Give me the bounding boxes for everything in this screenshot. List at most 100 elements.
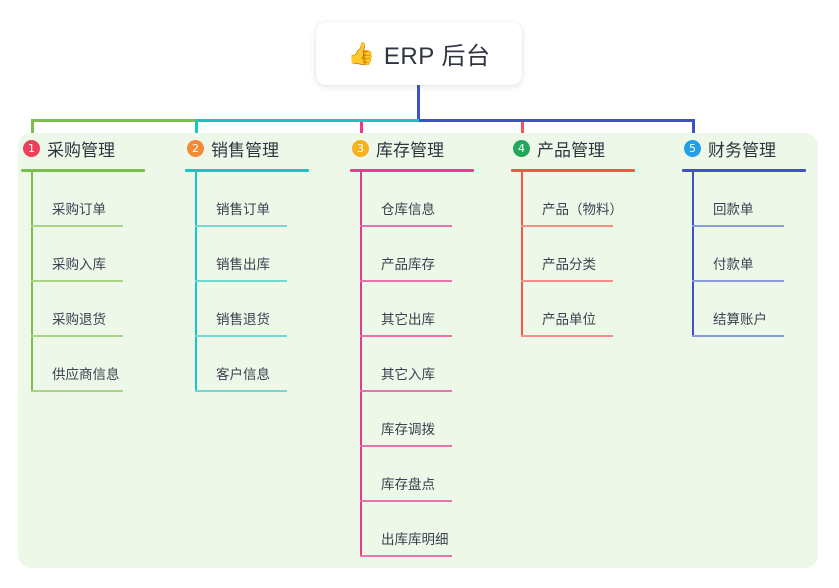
branch-item[interactable]: 库存调拨 — [350, 392, 474, 447]
branch-item-underline — [360, 555, 452, 557]
branch-item-label: 采购订单 — [52, 202, 106, 217]
branch-items-2: 销售订单销售出库销售退货客户信息 — [185, 172, 309, 392]
branch-item[interactable]: 销售出库 — [185, 227, 309, 282]
branch-item[interactable]: 结算账户 — [682, 282, 806, 337]
branch-item[interactable]: 其它出库 — [350, 282, 474, 337]
branch-item[interactable]: 产品（物料） — [511, 172, 635, 227]
branch-item-underline — [360, 390, 452, 392]
branch-item-label: 产品分类 — [542, 257, 596, 272]
branch-badge-3: 3 — [352, 139, 369, 157]
branch-item-underline — [31, 280, 123, 282]
branch-item-underline — [521, 280, 613, 282]
branch-item-underline — [31, 335, 123, 337]
branch-item[interactable]: 回款单 — [682, 172, 806, 227]
branch-item-underline — [195, 390, 287, 392]
branch-badge-5: 5 — [684, 139, 701, 157]
branch-item-underline — [692, 225, 784, 227]
branch-item[interactable]: 产品单位 — [511, 282, 635, 337]
branch-item-underline — [31, 390, 123, 392]
branch-title-3: 库存管理 — [376, 140, 444, 160]
branch-item[interactable]: 付款单 — [682, 227, 806, 282]
branch-column-5: 5 财务管理回款单付款单结算账户 — [682, 133, 806, 337]
branch-item-underline — [360, 500, 452, 502]
branch-item[interactable]: 其它入库 — [350, 337, 474, 392]
branch-item-underline — [195, 280, 287, 282]
branch-item[interactable]: 供应商信息 — [21, 337, 145, 392]
branch-item-label: 其它入库 — [381, 367, 435, 382]
branch-item-underline — [521, 225, 613, 227]
branch-item[interactable]: 销售订单 — [185, 172, 309, 227]
branch-item-label: 产品单位 — [542, 312, 596, 327]
branch-header-1[interactable]: 1 采购管理 — [21, 133, 145, 163]
branch-item[interactable]: 出库库明细 — [350, 502, 474, 557]
branch-item-label: 结算账户 — [713, 312, 767, 327]
branch-item[interactable]: 产品库存 — [350, 227, 474, 282]
branch-item-label: 采购退货 — [52, 312, 106, 327]
branch-item-underline — [521, 335, 613, 337]
branch-header-4[interactable]: 4 产品管理 — [511, 133, 635, 163]
branch-item-underline — [692, 335, 784, 337]
branch-item-label: 出库库明细 — [381, 532, 449, 547]
branch-title-5: 财务管理 — [708, 140, 776, 160]
branch-underline-2 — [185, 169, 309, 172]
branch-column-3: 3 库存管理仓库信息产品库存其它出库其它入库库存调拨库存盘点出库库明细 — [350, 133, 474, 557]
branch-item-label: 库存调拨 — [381, 422, 435, 437]
root-node[interactable]: 👍 ERP 后台 — [316, 22, 522, 85]
branch-item-label: 回款单 — [713, 202, 754, 217]
horizontal-connector-2 — [195, 119, 419, 122]
branch-item-underline — [360, 445, 452, 447]
branch-header-5[interactable]: 5 财务管理 — [682, 133, 806, 163]
branch-item-label: 库存盘点 — [381, 477, 435, 492]
branch-item-underline — [360, 225, 452, 227]
branch-item-label: 销售订单 — [216, 202, 270, 217]
branch-item-label: 付款单 — [713, 257, 754, 272]
branch-item[interactable]: 产品分类 — [511, 227, 635, 282]
branch-trunk-2 — [195, 172, 197, 392]
branch-item[interactable]: 客户信息 — [185, 337, 309, 392]
branch-badge-1: 1 — [23, 139, 40, 157]
branch-item-underline — [360, 335, 452, 337]
branch-badge-4: 4 — [513, 139, 530, 157]
branch-column-4: 4 产品管理产品（物料） 产品分类产品单位 — [511, 133, 635, 337]
branch-item[interactable]: 库存盘点 — [350, 447, 474, 502]
branch-underline-4 — [511, 169, 635, 172]
horizontal-connector-3 — [419, 119, 694, 122]
branch-title-1: 采购管理 — [47, 140, 115, 160]
branch-item-underline — [195, 225, 287, 227]
branch-title-4: 产品管理 — [537, 140, 605, 160]
branch-underline-5 — [682, 169, 806, 172]
branch-items-1: 采购订单采购入库采购退货供应商信息 — [21, 172, 145, 392]
horizontal-connector-1 — [31, 119, 195, 122]
thumbs-up-icon: 👍 — [347, 40, 375, 66]
branch-item-underline — [692, 280, 784, 282]
branch-items-3: 仓库信息产品库存其它出库其它入库库存调拨库存盘点出库库明细 — [350, 172, 474, 557]
branch-column-1: 1 采购管理采购订单采购入库采购退货供应商信息 — [21, 133, 145, 392]
branch-item-label: 销售退货 — [216, 312, 270, 327]
branch-item[interactable]: 采购入库 — [21, 227, 145, 282]
branch-items-5: 回款单付款单结算账户 — [682, 172, 806, 337]
branch-underline-1 — [21, 169, 145, 172]
branch-trunk-4 — [521, 172, 523, 337]
branch-item[interactable]: 采购退货 — [21, 282, 145, 337]
branch-item[interactable]: 采购订单 — [21, 172, 145, 227]
branch-item-label: 产品库存 — [381, 257, 435, 272]
branch-trunk-5 — [692, 172, 694, 337]
branch-item[interactable]: 销售退货 — [185, 282, 309, 337]
branch-item-underline — [31, 225, 123, 227]
branch-underline-3 — [350, 169, 474, 172]
branch-trunk-1 — [31, 172, 33, 392]
branch-item-label: 仓库信息 — [381, 202, 435, 217]
branch-item-label: 销售出库 — [216, 257, 270, 272]
branch-item[interactable]: 仓库信息 — [350, 172, 474, 227]
branch-item-label: 客户信息 — [216, 367, 270, 382]
branch-header-3[interactable]: 3 库存管理 — [350, 133, 474, 163]
branch-item-underline — [195, 335, 287, 337]
branch-item-label: 供应商信息 — [52, 367, 120, 382]
branch-items-4: 产品（物料） 产品分类产品单位 — [511, 172, 635, 337]
branch-title-2: 销售管理 — [211, 140, 279, 160]
branch-trunk-3 — [360, 172, 362, 557]
branch-item-label: 采购入库 — [52, 257, 106, 272]
